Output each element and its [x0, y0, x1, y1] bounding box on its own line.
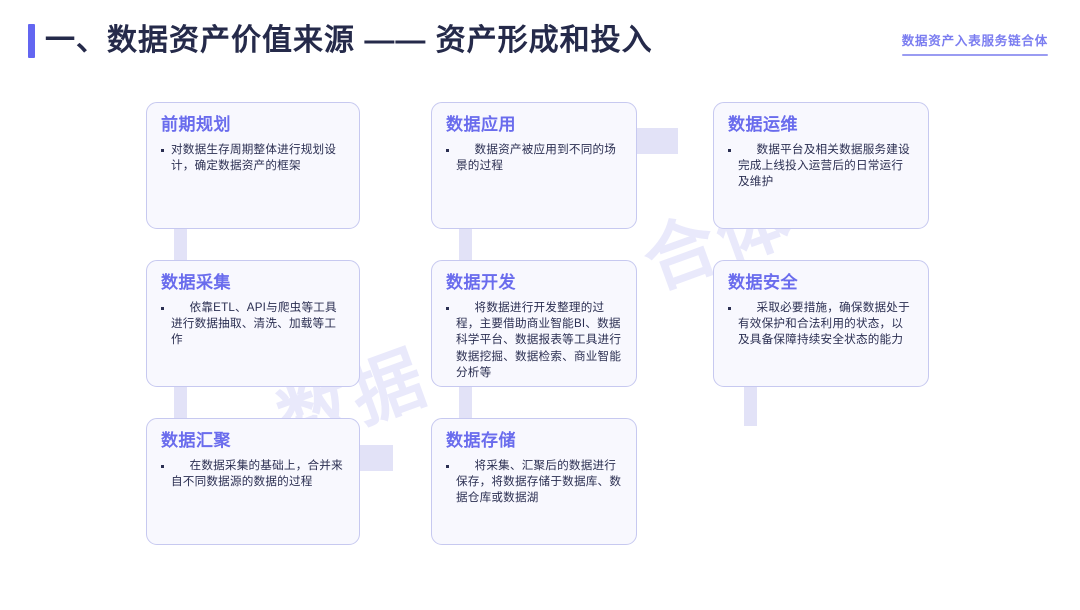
card-text: 数据资产被应用到不同的场景的过程 [456, 142, 617, 172]
bullet-icon [161, 464, 164, 468]
card-body: 将采集、汇聚后的数据进行保存，将数据存储于数据库、数据仓库或数据湖 [446, 458, 622, 507]
card-body: 在数据采集的基础上，合并来自不同数据源的数据的过程 [161, 458, 345, 491]
card-body: 数据资产被应用到不同的场景的过程 [446, 142, 622, 175]
diagram-canvas: 数据 合体 前期规划 对数据生存周期整体进行规划设计，确定数据资产的框架 数据应… [0, 86, 1080, 610]
connector-planning-to-collection [174, 228, 187, 268]
card-title: 数据汇聚 [161, 431, 231, 450]
card-body: 采取必要措施，确保数据处于有效保护和合法利用的状态，以及具备保障持续安全状态的能… [728, 300, 914, 349]
card-title: 数据存储 [446, 431, 516, 450]
brand-tag-label: 数据资产入表服务链合体 [901, 33, 1048, 48]
connector-application-to-operations [636, 128, 678, 154]
card-data-operations[interactable]: 数据运维 数据平台及相关数据服务建设完成上线投入运营后的日常运行及维护 [713, 102, 929, 229]
bullet-icon [446, 148, 449, 152]
card-data-application[interactable]: 数据应用 数据资产被应用到不同的场景的过程 [431, 102, 637, 229]
card-text: 将采集、汇聚后的数据进行保存，将数据存储于数据库、数据仓库或数据湖 [456, 458, 622, 505]
connector-development-to-storage [459, 386, 472, 426]
card-data-aggregation[interactable]: 数据汇聚 在数据采集的基础上，合并来自不同数据源的数据的过程 [146, 418, 360, 545]
connector-collection-to-aggregation [174, 386, 187, 426]
page-header: 一、数据资产价值来源 —— 资产形成和投入 数据资产入表服务链合体 [0, 0, 1080, 86]
card-title: 数据开发 [446, 273, 516, 292]
page-title-row: 一、数据资产价值来源 —— 资产形成和投入 [28, 24, 653, 58]
card-title: 前期规划 [161, 115, 231, 134]
card-text: 在数据采集的基础上，合并来自不同数据源的数据的过程 [171, 458, 343, 488]
brand-tag: 数据资产入表服务链合体 [901, 30, 1048, 56]
title-accent-bar [28, 24, 35, 58]
bullet-icon [728, 148, 731, 152]
card-data-storage[interactable]: 数据存储 将采集、汇聚后的数据进行保存，将数据存储于数据库、数据仓库或数据湖 [431, 418, 637, 545]
bullet-icon [161, 148, 164, 152]
card-title: 数据运维 [728, 115, 798, 134]
card-body: 依靠ETL、API与爬虫等工具进行数据抽取、清洗、加载等工作 [161, 300, 345, 349]
card-data-collection[interactable]: 数据采集 依靠ETL、API与爬虫等工具进行数据抽取、清洗、加载等工作 [146, 260, 360, 387]
bullet-icon [446, 306, 449, 310]
card-text: 对数据生存周期整体进行规划设计，确定数据资产的框架 [171, 142, 337, 172]
card-body: 将数据进行开发整理的过程，主要借助商业智能BI、数据科学平台、数据报表等工具进行… [446, 300, 622, 382]
card-text: 依靠ETL、API与爬虫等工具进行数据抽取、清洗、加载等工作 [171, 300, 337, 347]
card-text: 将数据进行开发整理的过程，主要借助商业智能BI、数据科学平台、数据报表等工具进行… [456, 300, 622, 380]
card-title: 数据采集 [161, 273, 231, 292]
connector-development-vertical-top [459, 228, 472, 268]
card-data-development[interactable]: 数据开发 将数据进行开发整理的过程，主要借助商业智能BI、数据科学平台、数据报表… [431, 260, 637, 387]
bullet-icon [161, 306, 164, 310]
card-body: 数据平台及相关数据服务建设完成上线投入运营后的日常运行及维护 [728, 142, 914, 191]
card-data-security[interactable]: 数据安全 采取必要措施，确保数据处于有效保护和合法利用的状态，以及具备保障持续安… [713, 260, 929, 387]
card-pre-planning[interactable]: 前期规划 对数据生存周期整体进行规划设计，确定数据资产的框架 [146, 102, 360, 229]
card-text: 采取必要措施，确保数据处于有效保护和合法利用的状态，以及具备保障持续安全状态的能… [738, 300, 910, 347]
connector-operations-to-security [744, 386, 757, 426]
brand-tag-underline [901, 54, 1048, 56]
bullet-icon [446, 464, 449, 468]
card-title: 数据应用 [446, 115, 516, 134]
card-title: 数据安全 [728, 273, 798, 292]
bullet-icon [728, 306, 731, 310]
page-title: 一、数据资产价值来源 —— 资产形成和投入 [45, 24, 653, 57]
card-body: 对数据生存周期整体进行规划设计，确定数据资产的框架 [161, 142, 345, 175]
card-text: 数据平台及相关数据服务建设完成上线投入运营后的日常运行及维护 [738, 142, 910, 189]
